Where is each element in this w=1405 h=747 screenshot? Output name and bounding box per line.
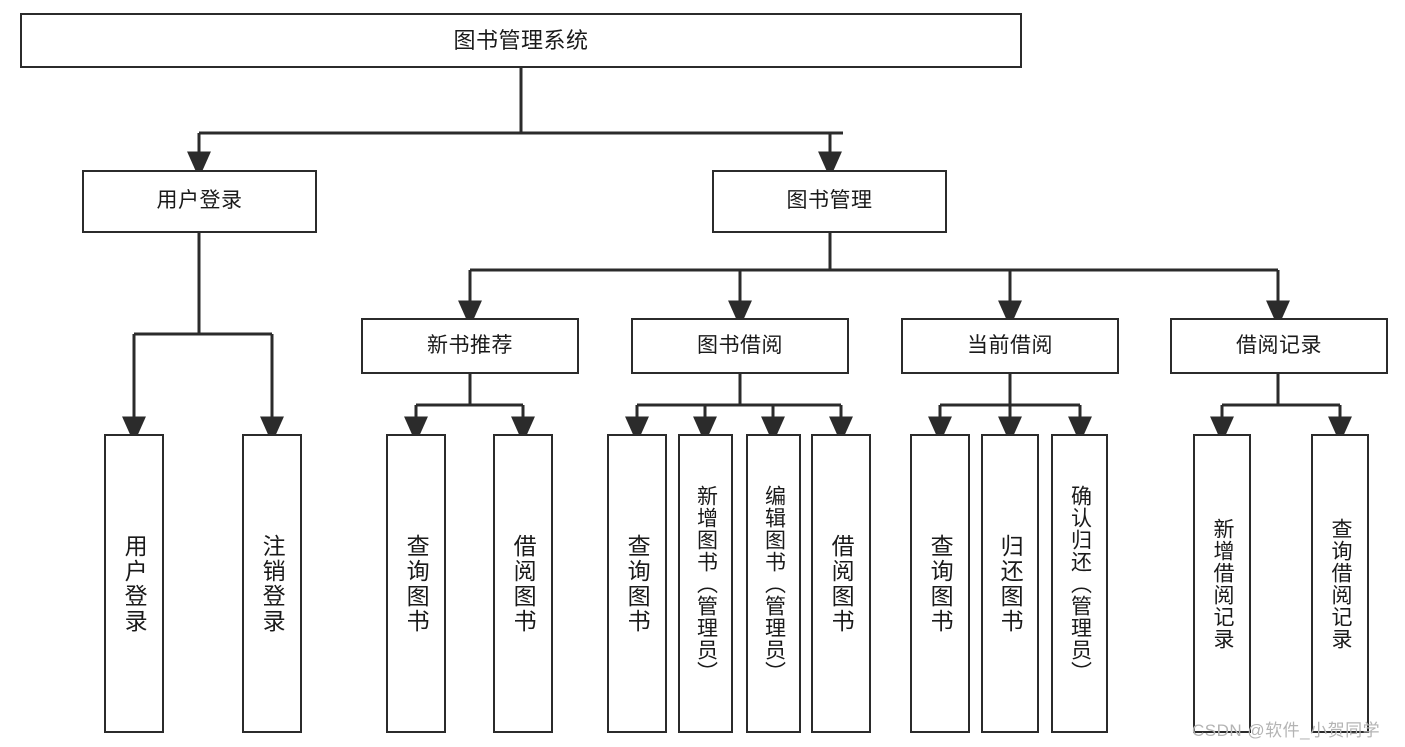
leaf-user-login[interactable]: 用户登录 (104, 434, 164, 733)
node-book-management[interactable]: 图书管理 (712, 170, 947, 233)
node-label: 查询图书 (624, 533, 651, 634)
leaf-add-borrow-record[interactable]: 新增借阅记录 (1193, 434, 1251, 733)
node-label: 图书借阅 (697, 333, 783, 357)
node-label: 用户登录 (121, 533, 148, 634)
leaf-borrow-book[interactable]: 借阅图书 (811, 434, 871, 733)
node-label: 归还图书 (997, 533, 1024, 634)
leaf-query-borrow-record[interactable]: 查询借阅记录 (1311, 434, 1369, 733)
csdn-watermark: CSDN @软件_小贺同学 (1192, 721, 1381, 740)
node-user-login[interactable]: 用户登录 (82, 170, 317, 233)
node-label: 用户登录 (156, 189, 243, 213)
node-label: 新增借阅记录 (1211, 517, 1235, 650)
node-label: 新增图书（管理员） (694, 484, 718, 683)
node-label: 借阅记录 (1236, 333, 1322, 357)
leaf-add-book-admin[interactable]: 新增图书（管理员） (678, 434, 733, 733)
node-label: 借阅图书 (828, 533, 855, 634)
leaf-edit-book-admin[interactable]: 编辑图书（管理员） (746, 434, 801, 733)
leaf-query-book-borrow[interactable]: 查询图书 (607, 434, 667, 733)
leaf-confirm-return-admin[interactable]: 确认归还（管理员） (1051, 434, 1108, 733)
node-new-book-recommend[interactable]: 新书推荐 (361, 318, 579, 374)
node-label: 新书推荐 (427, 333, 513, 357)
node-root-system[interactable]: 图书管理系统 (20, 13, 1022, 68)
leaf-query-book-recommend[interactable]: 查询图书 (386, 434, 446, 733)
node-current-borrow[interactable]: 当前借阅 (901, 318, 1119, 374)
leaf-borrow-book-recommend[interactable]: 借阅图书 (493, 434, 553, 733)
node-label: 图书管理系统 (453, 27, 589, 53)
node-label: 查询图书 (927, 533, 954, 634)
leaf-logout-login[interactable]: 注销登录 (242, 434, 302, 733)
node-label: 查询图书 (403, 533, 430, 634)
node-label: 图书管理 (786, 189, 873, 213)
node-label: 查询借阅记录 (1329, 517, 1353, 650)
node-label: 当前借阅 (967, 333, 1053, 357)
node-label: 确认归还（管理员） (1068, 484, 1092, 683)
node-label: 借阅图书 (510, 533, 537, 634)
leaf-query-book-current[interactable]: 查询图书 (910, 434, 970, 733)
node-label: 注销登录 (259, 533, 286, 634)
leaf-return-book[interactable]: 归还图书 (981, 434, 1039, 733)
node-borrow-records[interactable]: 借阅记录 (1170, 318, 1388, 374)
node-label: 编辑图书（管理员） (762, 484, 786, 683)
node-book-borrow[interactable]: 图书借阅 (631, 318, 849, 374)
